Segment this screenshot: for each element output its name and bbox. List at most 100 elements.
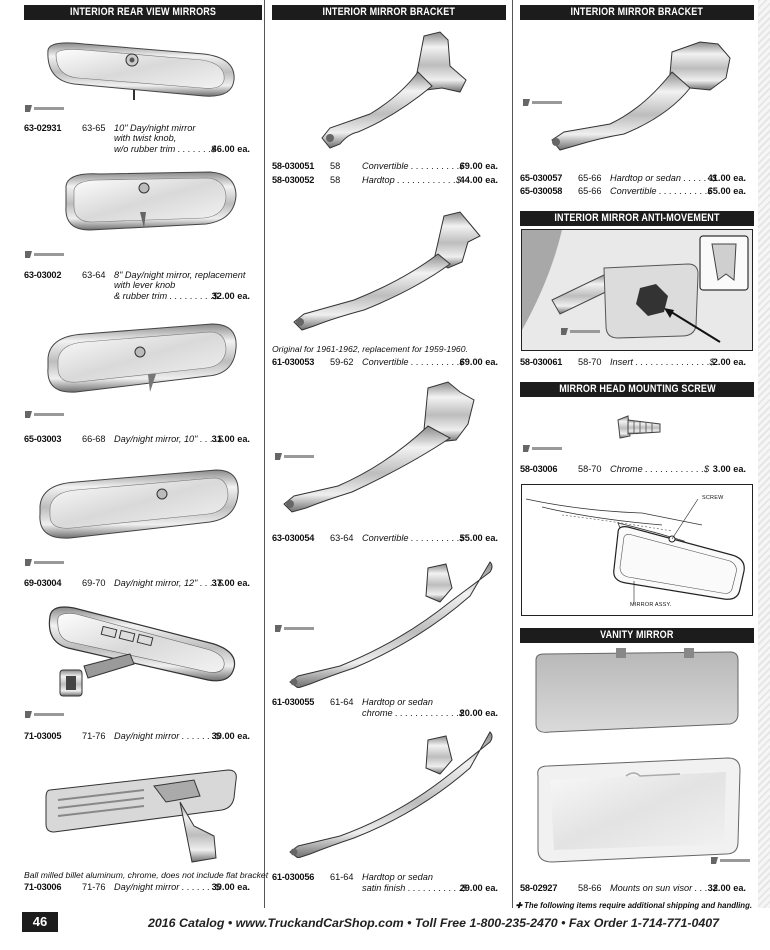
page-edge-texture (758, 0, 770, 908)
part-number: 71-03006 (24, 882, 62, 892)
description: chrome . . . . . . . . . . . . .$ (362, 708, 465, 718)
part-number: 58-030051 (272, 161, 315, 171)
part-number: 65-030058 (520, 186, 563, 196)
description: with lever knob (114, 280, 176, 290)
product-entry: 69-03004 69-70 Day/night mirror, 12" . .… (24, 578, 250, 590)
column-divider (512, 0, 513, 908)
brand-logo-icon (561, 328, 600, 335)
product-entry: 58-030052 58 Hardtop . . . . . . . . . .… (272, 175, 498, 187)
brand-logo-icon (25, 411, 64, 418)
part-number: 63-030054 (272, 533, 315, 543)
product-entry: 61-030056 61-64 Hardtop or sedan satin f… (272, 872, 498, 895)
description: Hardtop . . . . . . . . . . . .$ (362, 175, 462, 185)
mirror-image (47, 323, 237, 393)
product-entry: 58-03006 58-70 Chrome . . . . . . . . . … (520, 464, 746, 476)
catalog-footer: 2016 Catalog • www.TruckandCarShop.com •… (148, 916, 720, 930)
product-entry: 65-030058 65-66 Convertible . . . . . . … (520, 186, 746, 198)
part-number: 69-03004 (24, 578, 62, 588)
part-number: 61-030056 (272, 872, 315, 882)
year-range: 59-62 (330, 357, 354, 367)
part-number: 61-030055 (272, 697, 315, 707)
year-range: 65-66 (578, 173, 602, 183)
section-header: INTERIOR REAR VIEW MIRRORS (24, 5, 262, 20)
price: 69.00 ea. (459, 357, 498, 367)
brand-logo-icon (523, 445, 562, 452)
description: Chrome . . . . . . . . . . . .$ (610, 464, 710, 474)
description: w/o rubber trim . . . . . . .$ (114, 144, 217, 154)
brand-logo-icon (25, 251, 64, 258)
description: 8" Day/night mirror, replacement (114, 270, 246, 280)
product-entry: 63-02931 63-65 10" Day/night mirror with… (24, 123, 250, 157)
product-entry: 65-03003 66-68 Day/night mirror, 10" . .… (24, 434, 250, 446)
product-entry: 61-030053 59-62 Convertible . . . . . . … (272, 357, 498, 369)
part-number: 61-030053 (272, 357, 315, 367)
year-range: 58-70 (578, 357, 602, 367)
part-number: 58-03006 (520, 464, 558, 474)
year-range: 71-76 (82, 731, 106, 741)
description: with twist knob, (114, 133, 177, 143)
part-number: 58-030061 (520, 357, 563, 367)
description: Day/night mirror, 10" . . . .$ (114, 434, 223, 444)
bracket-image (289, 561, 493, 688)
shipping-footnote: ✚ The following items require additional… (515, 901, 752, 910)
price: 39.00 ea. (211, 882, 250, 892)
description: satin finish . . . . . . . . . . .$ (362, 883, 467, 893)
price: 2.00 ea. (712, 357, 746, 367)
section-header: INTERIOR MIRROR ANTI-MOVEMENT INSERT (520, 211, 754, 239)
price: 37.00 ea. (211, 578, 250, 588)
year-range: 61-64 (330, 872, 354, 882)
year-range: 71-76 (82, 882, 106, 892)
product-note: Ball milled billet aluminum, chrome, doe… (24, 870, 269, 880)
section-header: INTERIOR MIRROR BRACKET (520, 5, 754, 20)
part-number: 65-03003 (24, 434, 62, 444)
description: Mounts on sun visor . . . .$ (610, 883, 718, 893)
year-range: 63-64 (82, 270, 106, 280)
product-entry: 61-030055 61-64 Hardtop or sedan chrome … (272, 697, 498, 720)
price: 46.00 ea. (211, 144, 250, 154)
brand-logo-icon (25, 559, 64, 566)
brand-logo-icon (275, 625, 314, 632)
product-entry: 71-03005 71-76 Day/night mirror . . . . … (24, 731, 250, 743)
part-number: 63-02931 (24, 123, 62, 133)
mounting-diagram: SCREW MIRROR ASSY. (521, 484, 753, 616)
insert-photo (521, 229, 753, 351)
year-range: 69-70 (82, 578, 106, 588)
part-number: 58-02927 (520, 883, 558, 893)
section-header: INTERIOR MIRROR BRACKET (272, 5, 506, 20)
year-range: 61-64 (330, 697, 354, 707)
bracket-image (289, 731, 493, 858)
mirror-image (65, 171, 237, 231)
part-number: 71-03005 (24, 731, 62, 741)
mirror-image (48, 606, 236, 697)
price: 29.00 ea. (459, 883, 498, 893)
description: Convertible . . . . . . . . . .$ (362, 357, 465, 367)
mirror-image (47, 42, 235, 100)
description: Day/night mirror, 12" . . . .$ (114, 578, 223, 588)
description: & rubber trim . . . . . . . . .$ (114, 291, 219, 301)
price: 44.00 ea. (459, 175, 498, 185)
bracket-image (283, 381, 475, 513)
part-number: 58-030052 (272, 175, 315, 185)
description: Hardtop or sedan (362, 697, 433, 707)
product-note: Original for 1961-1962, replacement for … (272, 344, 468, 354)
brand-logo-icon (523, 99, 562, 106)
price: 55.00 ea. (459, 533, 498, 543)
description: Day/night mirror . . . . . . .$ (114, 882, 221, 892)
bracket-image (293, 211, 481, 331)
product-entry: 63-030054 63-64 Convertible . . . . . . … (272, 533, 498, 545)
part-number: 65-030057 (520, 173, 563, 183)
year-range: 58 (330, 175, 341, 185)
product-entry: 71-03006 71-76 Day/night mirror . . . . … (24, 882, 250, 894)
year-range: 66-68 (82, 434, 106, 444)
description: Hardtop or sedan . . . . . .$ (610, 173, 717, 183)
bracket-image (321, 31, 467, 149)
mirror-image (45, 769, 237, 863)
year-range: 63-64 (330, 533, 354, 543)
description: Insert . . . . . . . . . . . . . . .$ (610, 357, 715, 367)
product-entry: 58-030061 58-70 Insert . . . . . . . . .… (520, 357, 746, 369)
product-entry: 65-030057 65-66 Hardtop or sedan . . . .… (520, 173, 746, 185)
price: 69.00 ea. (459, 161, 498, 171)
bracket-image (551, 41, 731, 151)
description: Convertible . . . . . . . . . .$ (362, 533, 465, 543)
year-range: 58-66 (578, 883, 602, 893)
